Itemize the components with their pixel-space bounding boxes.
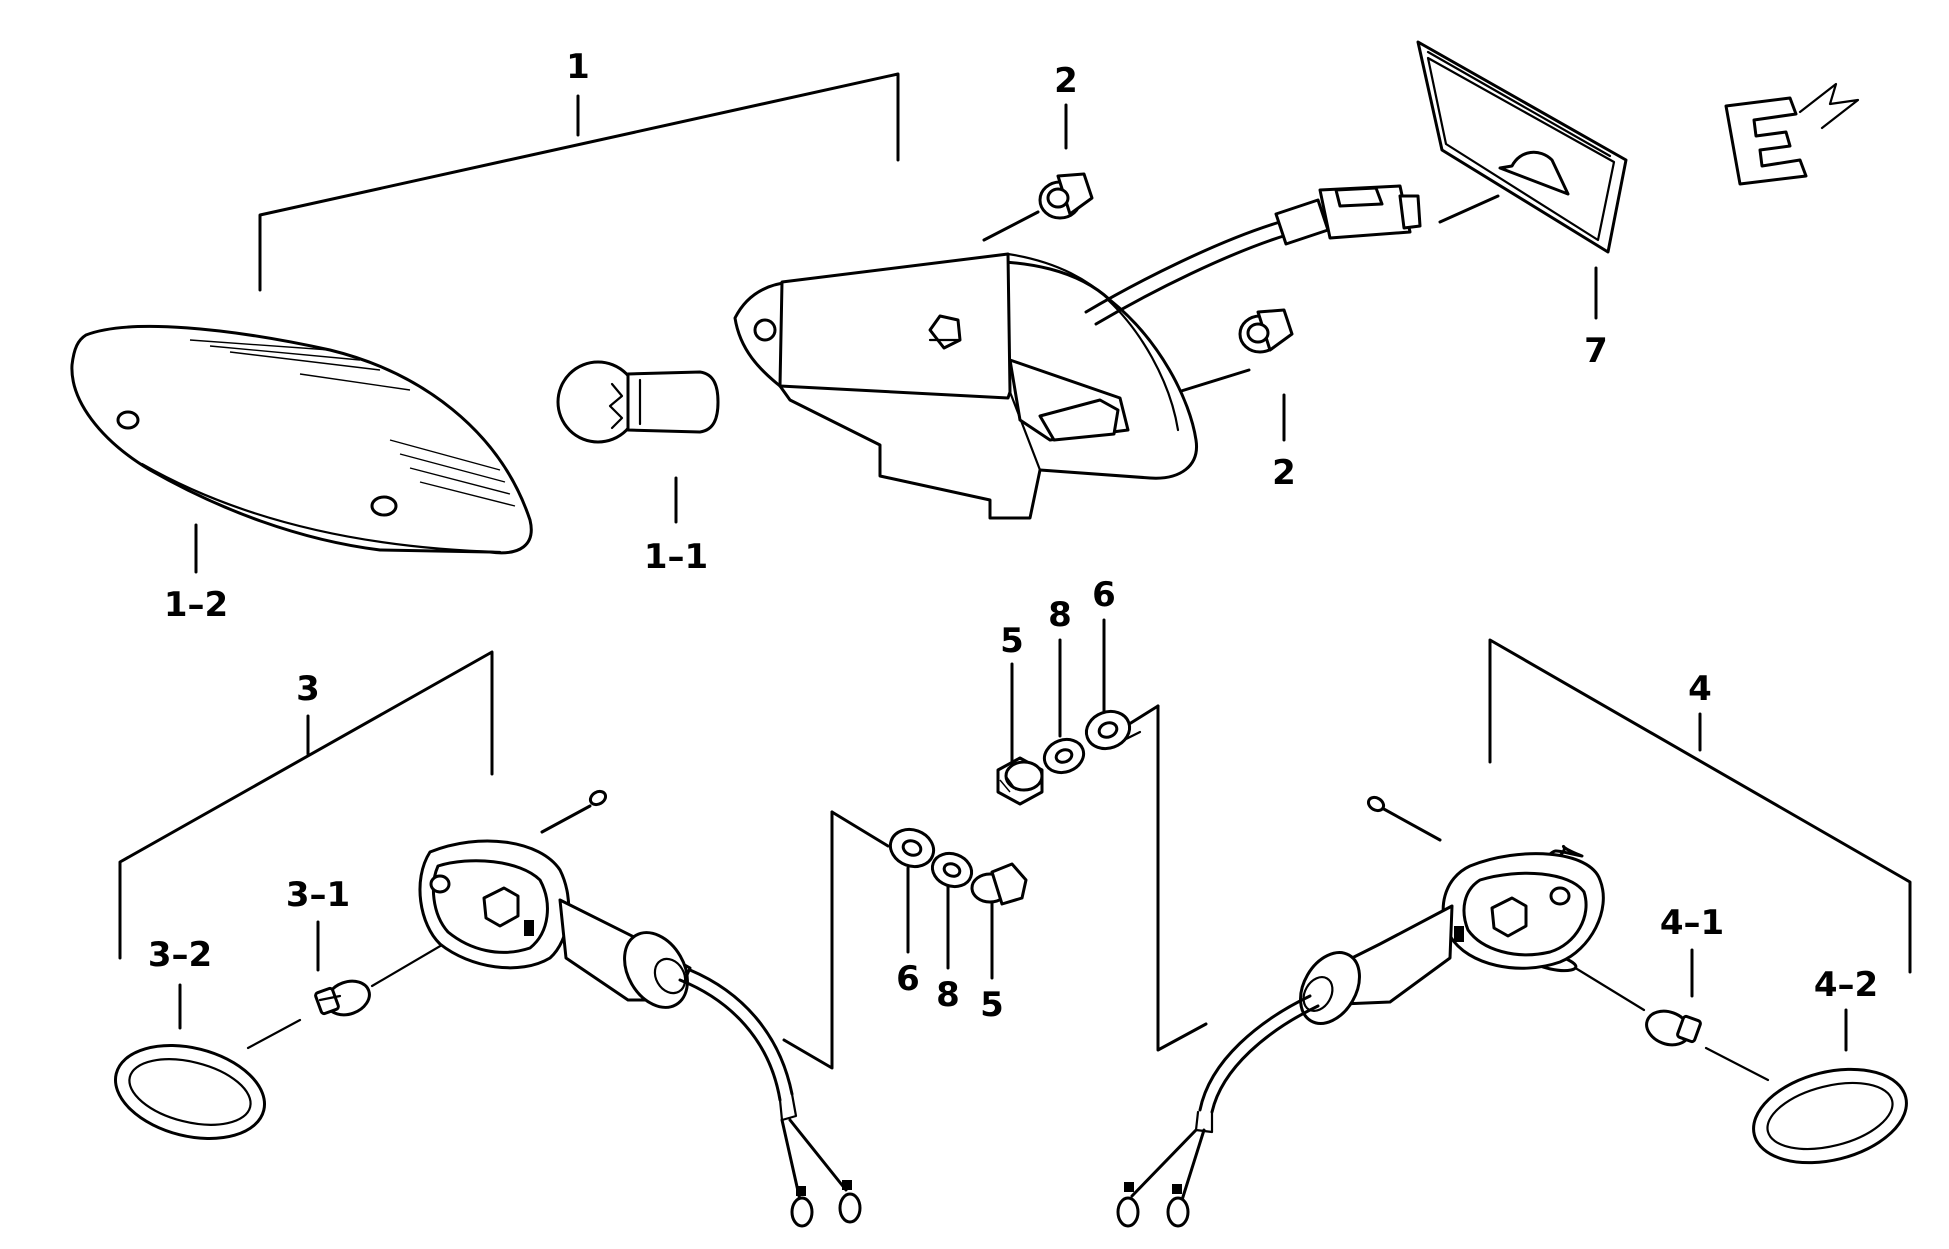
flange-nut-b (970, 862, 1028, 906)
left-winker-lens (113, 1044, 267, 1140)
label-washer-6-a: 6 (1092, 575, 1116, 615)
washer-8-a (1042, 737, 1086, 775)
right-winker-wire (1116, 994, 1320, 1228)
right-winker-bolt (1366, 795, 1442, 842)
bracket-left-winker-mount (782, 810, 890, 1070)
leader-lines (178, 103, 1848, 1052)
nut-lower (1238, 308, 1294, 354)
label-washer-6-b: 6 (896, 959, 920, 999)
label-nut-upper: 2 (1054, 61, 1078, 101)
e-mark-logo (1724, 82, 1860, 186)
label-nut-b: 5 (980, 985, 1004, 1025)
bracket-left-winker (118, 650, 494, 960)
right-winker-lens (1752, 1067, 1908, 1165)
left-winker-bolt (540, 789, 608, 834)
washer-6-a (1084, 709, 1132, 751)
label-washer-8-a: 8 (1048, 595, 1072, 635)
label-washer-8-b: 8 (936, 975, 960, 1015)
tail-light-bulb (556, 360, 720, 444)
tail-light-lens (70, 324, 533, 555)
label-left-winker-lens: 3–2 (148, 935, 212, 975)
label-right-winker-lens: 4–2 (1814, 965, 1878, 1005)
label-nut-lower: 2 (1272, 453, 1296, 493)
nut-upper (1038, 172, 1094, 220)
washer-6-b (888, 827, 936, 869)
bracket-right-winker (1488, 638, 1912, 974)
label-bulb: 1–1 (644, 537, 708, 577)
right-winker-body (1299, 844, 1605, 1025)
label-right-winker: 4 (1688, 669, 1712, 709)
tail-light-harness (1084, 184, 1422, 326)
right-winker-bulb (1645, 1009, 1702, 1047)
label-left-winker-bulb: 3–1 (286, 875, 350, 915)
label-right-winker-bulb: 4–1 (1660, 903, 1724, 943)
label-nut-a: 5 (1000, 621, 1024, 661)
washer-8-b (930, 851, 974, 889)
label-license-plate-light: 7 (1584, 331, 1608, 371)
left-winker-bulb (314, 979, 371, 1017)
left-winker-body (418, 839, 692, 1009)
tail-light-housing (733, 252, 1198, 520)
bracket-right-winker-mount (1124, 704, 1208, 1052)
license-plate-light (1416, 40, 1628, 254)
bracket-tail-light-assembly (258, 72, 900, 292)
left-winker-wire (678, 968, 862, 1228)
labels: 1 1–1 1–2 2 2 7 3 3–1 3–2 4 4–1 4–2 5 8 … (148, 47, 1878, 1025)
label-lens: 1–2 (164, 585, 228, 625)
label-tail-light-assembly: 1 (566, 47, 590, 87)
label-left-winker: 3 (296, 669, 320, 709)
flange-nut-a (996, 756, 1044, 806)
